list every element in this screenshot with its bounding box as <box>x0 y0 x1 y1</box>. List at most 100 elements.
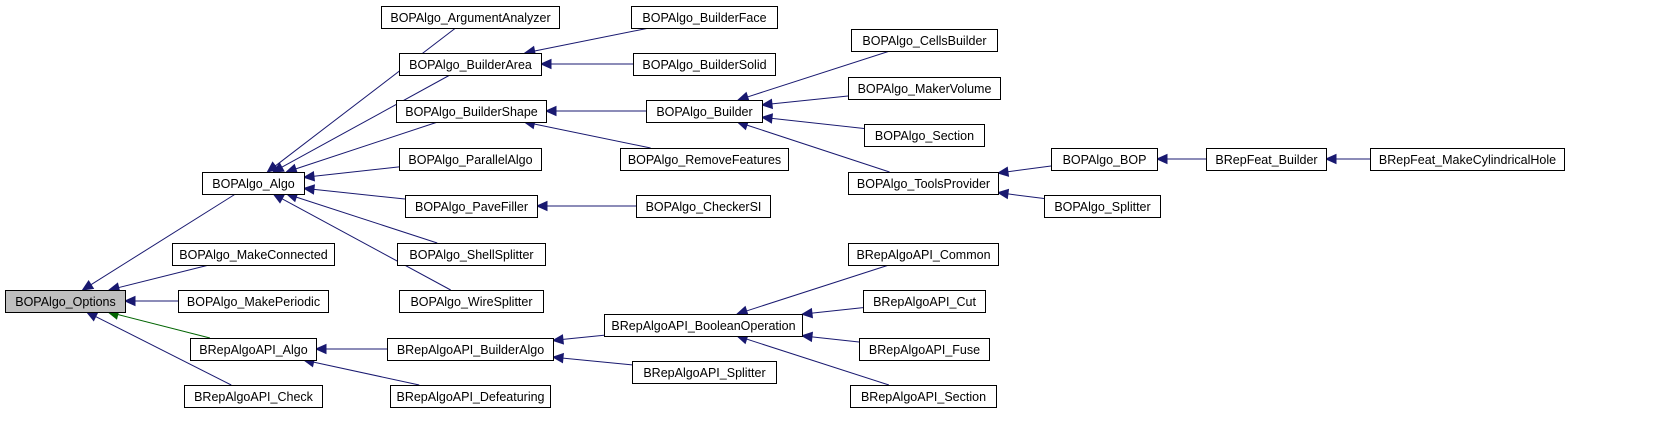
class-node-splitter[interactable]: BOPAlgo_Splitter <box>1044 195 1161 218</box>
class-node-box <box>631 6 778 29</box>
edge-arrowhead <box>314 343 327 355</box>
edge-brfeat_builder-to-bop <box>1155 153 1206 165</box>
edge-arrowhead <box>272 193 286 204</box>
class-node-label: BOPAlgo_ShellSplitter <box>409 248 533 262</box>
class-node-label: BRepAlgoAPI_Common <box>856 248 990 262</box>
edge-makeconnected-to-options <box>107 264 210 293</box>
class-node-label: BRepAlgoAPI_Check <box>194 390 314 404</box>
edge-line <box>534 123 651 149</box>
edge-line <box>534 27 650 52</box>
class-node-algo[interactable]: BOPAlgo_Algo <box>202 172 305 195</box>
class-node-label: BOPAlgo_ToolsProvider <box>857 177 990 191</box>
class-node-label: BOPAlgo_CellsBuilder <box>862 34 986 48</box>
class-node-brapi_fuse[interactable]: BRepAlgoAPI_Fuse <box>859 338 990 361</box>
nodes-layer: BOPAlgo_Options BOPAlgo_AlgoBOPAlgo_MakeC… <box>5 6 1565 408</box>
class-node-removefeatures[interactable]: BOPAlgo_RemoveFeatures <box>620 148 789 171</box>
class-node-argumentanalyzer[interactable]: BOPAlgo_ArgumentAnalyzer <box>381 6 560 29</box>
class-node-options: BOPAlgo_Options <box>5 290 126 313</box>
class-node-label: BRepAlgoAPI_Splitter <box>643 366 765 380</box>
class-node-toolsprovider[interactable]: BOPAlgo_ToolsProvider <box>848 172 999 195</box>
edge-brapi_defeaturing-to-brapi_algo <box>302 357 420 386</box>
class-node-label: BRepAlgoAPI_BooleanOperation <box>611 319 795 333</box>
edge-line <box>313 188 406 200</box>
edge-arrowhead <box>760 113 774 124</box>
class-node-brapi_algo[interactable]: BRepAlgoAPI_Algo <box>190 338 317 361</box>
class-node-box <box>399 148 542 171</box>
edge-line <box>747 50 891 98</box>
class-node-box <box>604 314 803 337</box>
class-node-builderarea[interactable]: BOPAlgo_BuilderArea <box>399 53 542 76</box>
class-node-brapi_common[interactable]: BRepAlgoAPI_Common <box>848 243 999 266</box>
edge-line <box>746 264 890 312</box>
class-node-label: BRepAlgoAPI_Fuse <box>869 343 980 357</box>
class-node-box <box>381 6 560 29</box>
class-node-brapi_defeaturing[interactable]: BRepAlgoAPI_Defeaturing <box>390 385 551 408</box>
class-node-makeconnected[interactable]: BOPAlgo_MakeConnected <box>172 243 335 266</box>
edge-brapi_booleanop-to-brapi_builderalgo <box>551 334 605 345</box>
edge-arrowhead <box>735 305 749 316</box>
edge-arrowhead <box>736 91 750 102</box>
class-node-box <box>387 338 554 361</box>
class-node-brfeat_builder[interactable]: BRepFeat_Builder <box>1206 148 1327 171</box>
edge-arrowhead <box>271 162 285 173</box>
class-node-box <box>864 124 985 147</box>
class-node-bop[interactable]: BOPAlgo_BOP <box>1051 148 1158 171</box>
class-node-pavefiller[interactable]: BOPAlgo_PaveFiller <box>405 195 538 218</box>
edge-removefeatures-to-buildershape <box>523 118 651 149</box>
class-node-box <box>632 361 777 384</box>
edge-brapi_cut-to-brapi_booleanop <box>800 307 864 319</box>
class-node-label: BOPAlgo_BuilderSolid <box>642 58 766 72</box>
class-node-brapi_booleanop[interactable]: BRepAlgoAPI_BooleanOperation <box>604 314 803 337</box>
edge-line <box>295 121 438 170</box>
edge-line <box>313 166 400 177</box>
class-node-brapi_check[interactable]: BRepAlgoAPI_Check <box>184 385 323 408</box>
class-node-builderface[interactable]: BOPAlgo_BuilderFace <box>631 6 778 29</box>
class-node-box <box>399 290 544 313</box>
class-node-shellsplitter[interactable]: BOPAlgo_ShellSplitter <box>397 243 546 266</box>
class-node-label: BOPAlgo_BuilderFace <box>642 11 766 25</box>
edge-makervolume-to-builder <box>760 95 849 110</box>
class-node-makervolume[interactable]: BOPAlgo_MakerVolume <box>848 77 1001 100</box>
class-node-label: BOPAlgo_CheckerSI <box>646 200 762 214</box>
class-node-wiresplitter[interactable]: BOPAlgo_WireSplitter <box>399 290 544 313</box>
edge-brapi_fuse-to-brapi_booleanop <box>800 331 860 343</box>
class-node-brapi_builderalgo[interactable]: BRepAlgoAPI_BuilderAlgo <box>387 338 554 361</box>
edge-builder-to-buildershape <box>544 105 646 117</box>
edge-arrowhead <box>535 200 548 212</box>
class-node-box <box>184 385 323 408</box>
class-node-box <box>863 290 986 313</box>
class-node-cellsbuilder[interactable]: BOPAlgo_CellsBuilder <box>851 29 998 52</box>
class-node-label: BOPAlgo_PaveFiller <box>415 200 528 214</box>
edge-arrowhead <box>800 307 814 319</box>
edge-section-to-builder <box>760 113 865 129</box>
edge-arrowhead <box>1155 153 1168 165</box>
class-node-label: BOPAlgo_BuilderShape <box>405 105 538 119</box>
edge-arrowhead <box>123 295 136 307</box>
class-node-label: BRepAlgoAPI_Defeaturing <box>396 390 544 404</box>
class-node-box <box>848 172 999 195</box>
class-node-parallelalgo[interactable]: BOPAlgo_ParallelAlgo <box>399 148 542 171</box>
edge-arrowhead <box>1324 153 1337 165</box>
class-node-label: BRepAlgoAPI_Cut <box>873 295 976 309</box>
edge-line <box>562 357 633 366</box>
class-node-brapi_section[interactable]: BRepAlgoAPI_Section <box>850 385 997 408</box>
edge-arrowhead <box>760 98 773 110</box>
class-node-brapi_cut[interactable]: BRepAlgoAPI_Cut <box>863 290 986 313</box>
class-node-makeperiodic[interactable]: BOPAlgo_MakePeriodic <box>178 290 329 313</box>
class-node-label: BOPAlgo_Section <box>875 129 974 143</box>
class-node-box <box>399 53 542 76</box>
class-node-builder[interactable]: BOPAlgo_Builder <box>646 100 763 123</box>
class-node-brfeat_cylhole[interactable]: BRepFeat_MakeCylindricalHole <box>1370 148 1565 171</box>
edge-brapi_builderalgo-to-brapi_algo <box>314 343 387 355</box>
class-node-section[interactable]: BOPAlgo_Section <box>864 124 985 147</box>
class-node-box <box>190 338 317 361</box>
class-node-buildershape[interactable]: BOPAlgo_BuilderShape <box>396 100 547 123</box>
edge-arrowhead <box>551 334 564 345</box>
class-node-checkersi[interactable]: BOPAlgo_CheckerSI <box>636 195 771 218</box>
edge-arrowhead <box>544 105 557 117</box>
class-node-label: BRepAlgoAPI_Section <box>861 390 986 404</box>
class-node-label: BOPAlgo_Builder <box>656 105 752 119</box>
class-node-brapi_splitter[interactable]: BRepAlgoAPI_Splitter <box>632 361 777 384</box>
class-node-buildersolid[interactable]: BOPAlgo_BuilderSolid <box>633 53 776 76</box>
